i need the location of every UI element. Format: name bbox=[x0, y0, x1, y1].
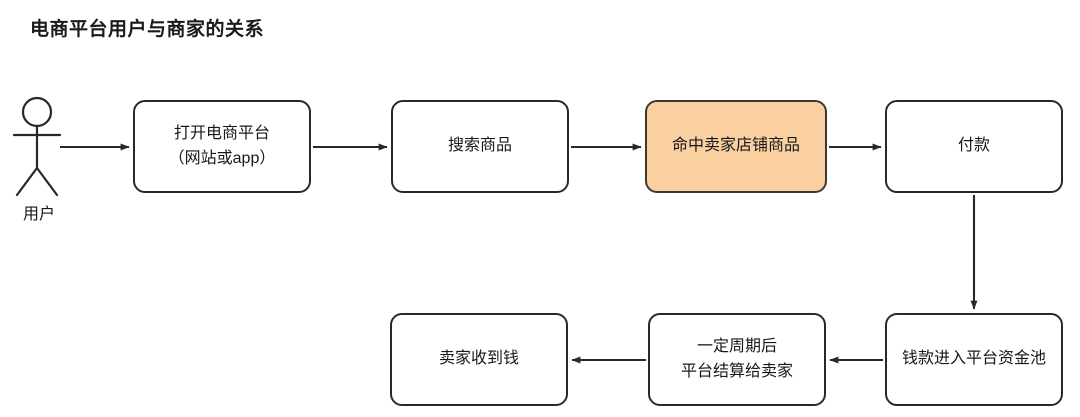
node-seller-receives-money[interactable]: 卖家收到钱 bbox=[390, 313, 568, 406]
node-text-line: 一定周期后 bbox=[696, 337, 777, 355]
actor-head-icon bbox=[21, 96, 53, 128]
node-text-line: 钱款进入平台资金池 bbox=[901, 350, 1046, 368]
node-text-line: 命中卖家店铺商品 bbox=[671, 137, 800, 155]
node-text-line: 平台结算给卖家 bbox=[680, 362, 793, 380]
actor-label: 用户 bbox=[22, 206, 55, 223]
node-text-line: 打开电商平台 bbox=[173, 124, 270, 142]
actor-right-leg-line bbox=[35, 166, 59, 197]
node-platform-settles-to-seller[interactable]: 一定周期后 平台结算给卖家 bbox=[648, 313, 826, 406]
node-payment[interactable]: 付款 bbox=[885, 100, 1063, 193]
actor-left-leg-line bbox=[15, 166, 39, 197]
node-open-platform[interactable]: 打开电商平台 （网站或app） bbox=[133, 100, 311, 193]
node-money-into-platform-pool[interactable]: 钱款进入平台资金池 bbox=[885, 313, 1063, 406]
node-text-line: 付款 bbox=[957, 137, 990, 155]
node-text-line: （网站或app） bbox=[168, 149, 276, 167]
node-text-line: 搜索商品 bbox=[447, 137, 512, 155]
node-text-line: 卖家收到钱 bbox=[438, 350, 519, 368]
page-title: 电商平台用户与商家的关系 bbox=[30, 19, 265, 40]
node-hit-seller-shop-product[interactable]: 命中卖家店铺商品 bbox=[645, 100, 827, 193]
node-search-product[interactable]: 搜索商品 bbox=[391, 100, 569, 193]
actor-stick-figure bbox=[12, 96, 62, 197]
